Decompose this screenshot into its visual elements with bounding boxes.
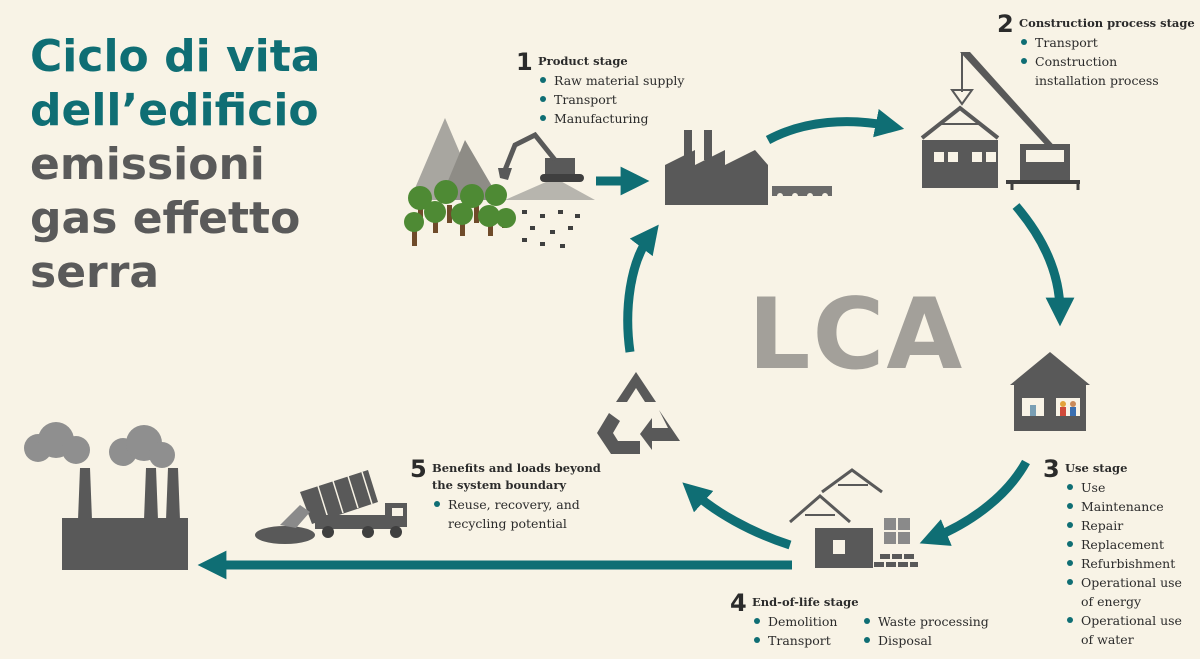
stage-items: Raw material supply Transport Manufactur… bbox=[538, 71, 684, 128]
stage-items: Use Maintenance Repair Replacement Refur… bbox=[1065, 478, 1193, 649]
list-item: Raw material supply bbox=[538, 71, 684, 90]
end-of-life-stage: 4 End-of-life stage Demolition Transport… bbox=[730, 591, 989, 648]
stage-number: 1 bbox=[516, 48, 533, 76]
stage-title: Product stage bbox=[538, 54, 628, 68]
list-item: Repair bbox=[1065, 516, 1193, 535]
mountains-trees-excavator-icon bbox=[404, 118, 595, 248]
list-item: Disposal bbox=[862, 631, 989, 650]
construction-stage: 2 Construction process stage Transport C… bbox=[997, 12, 1195, 90]
stage-number: 3 bbox=[1043, 455, 1060, 483]
product-stage: 1 Product stage Raw material supply Tran… bbox=[516, 50, 684, 128]
arrow-recycle-to-factory bbox=[623, 224, 659, 353]
title-line: serra bbox=[30, 247, 160, 298]
list-item: Reuse, recovery, and recycling potential bbox=[432, 495, 588, 533]
list-item: Refurbishment bbox=[1065, 554, 1193, 573]
demolition-rubble-icon bbox=[789, 468, 918, 568]
lca-center-label: LCA bbox=[748, 278, 965, 392]
list-item: Replacement bbox=[1065, 535, 1193, 554]
arrow-factory-to-construction bbox=[765, 109, 905, 144]
arrow-construction-to-use bbox=[1012, 203, 1075, 327]
stage-title-line: the system boundary bbox=[432, 478, 567, 492]
arrow-use-to-endoflife bbox=[919, 459, 1030, 546]
list-item: Operational use of water bbox=[1065, 611, 1193, 649]
list-item: Waste processing bbox=[862, 612, 989, 631]
list-item: Transport bbox=[538, 90, 684, 109]
list-item: Use bbox=[1065, 478, 1193, 497]
title-line: Ciclo di vita bbox=[30, 31, 321, 82]
stage-number: 5 bbox=[410, 455, 427, 483]
stage-title: Use stage bbox=[1065, 461, 1128, 475]
stage-number: 2 bbox=[997, 10, 1014, 38]
crane-house-truck-icon bbox=[920, 52, 1080, 190]
stage-items: Transport Construction installation proc… bbox=[1019, 33, 1195, 90]
title-line: dell’edificio bbox=[30, 85, 319, 136]
list-item: Operational use of energy bbox=[1065, 573, 1193, 611]
recycle-icon bbox=[597, 372, 680, 454]
arrow-endoflife-to-benefits bbox=[682, 482, 792, 550]
stage-title: End-of-life stage bbox=[752, 595, 859, 609]
polluting-factory-icon bbox=[24, 422, 188, 570]
stage-items-right: Waste processing Disposal bbox=[862, 612, 989, 650]
page-title: Ciclo di vita dell’edificio emissioni ga… bbox=[30, 30, 360, 300]
list-item: Maintenance bbox=[1065, 497, 1193, 516]
list-item: Manufacturing bbox=[538, 109, 684, 128]
dump-truck-landfill-icon bbox=[255, 470, 407, 544]
list-item: Construction installation process bbox=[1019, 52, 1165, 90]
stage-items: Reuse, recovery, and recycling potential bbox=[432, 495, 601, 533]
cycle-arrows bbox=[197, 109, 1075, 580]
stage-title: Construction process stage bbox=[1019, 16, 1195, 30]
list-item: Transport bbox=[1019, 33, 1195, 52]
use-stage: 3 Use stage Use Maintenance Repair Repla… bbox=[1043, 457, 1193, 649]
benefits-stage: 5 Benefits and loads beyond the system b… bbox=[410, 457, 601, 533]
title-line: emissioni bbox=[30, 139, 265, 190]
list-item: Demolition bbox=[752, 612, 837, 631]
factory-conveyor-icon bbox=[665, 130, 832, 205]
list-item: Transport bbox=[752, 631, 837, 650]
house-people-icon bbox=[1010, 352, 1090, 431]
title-line: gas effetto bbox=[30, 193, 301, 244]
stage-title-line: Benefits and loads beyond bbox=[432, 461, 601, 475]
stage-number: 4 bbox=[730, 589, 747, 617]
stage-items-left: Demolition Transport bbox=[752, 612, 837, 650]
